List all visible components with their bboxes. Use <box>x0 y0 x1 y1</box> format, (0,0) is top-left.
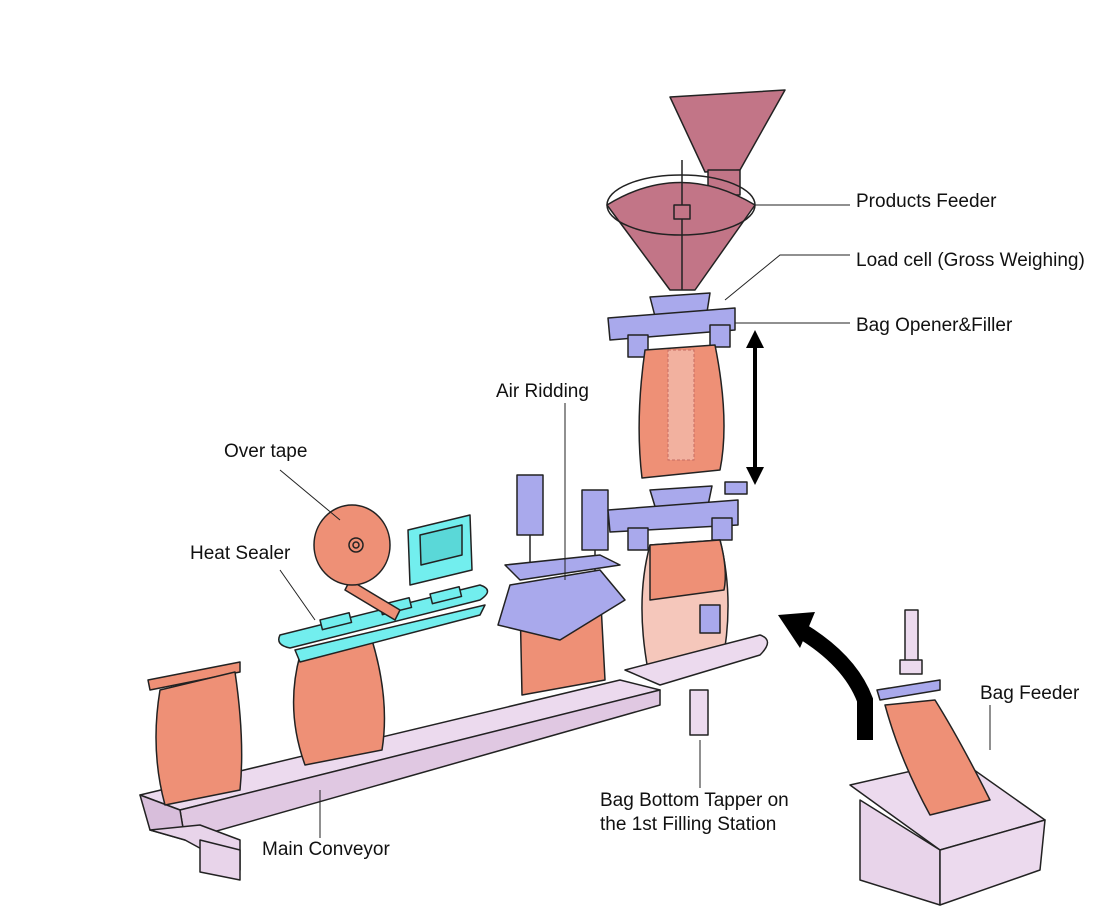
label-heat-sealer: Heat Sealer <box>190 543 291 564</box>
bag-transfer-arrow <box>778 612 873 740</box>
label-air-ridding: Air Ridding <box>496 381 589 402</box>
bag-feeder <box>849 609 1046 906</box>
label-bag-bottom-tapper-2: the 1st Filling Station <box>600 814 777 835</box>
control-panel <box>407 514 473 586</box>
label-bag-feeder: Bag Feeder <box>980 683 1080 704</box>
heat-sealer <box>278 584 489 663</box>
second-filling-station <box>607 481 748 671</box>
over-tape-roll <box>313 504 401 621</box>
label-products-feeder: Products Feeder <box>856 191 997 212</box>
label-main-conveyor: Main Conveyor <box>262 839 390 860</box>
main-conveyor <box>139 679 661 881</box>
label-bag-opener-filler: Bag Opener&Filler <box>856 315 1013 336</box>
label-bag-bottom-tapper-1: Bag Bottom Tapper on <box>600 790 789 811</box>
label-load-cell: Load cell (Gross Weighing) <box>856 250 1085 271</box>
products-feeder <box>606 89 786 291</box>
air-ridding-unit <box>497 474 626 641</box>
bag-bottom-tapper <box>624 634 769 736</box>
bag-opener-filler <box>607 292 736 358</box>
finished-bag <box>147 661 243 806</box>
sealed-bag <box>292 639 386 766</box>
leader-lines <box>279 204 991 838</box>
label-over-tape: Over tape <box>224 441 308 462</box>
vertical-travel-arrow <box>746 330 764 485</box>
bag-being-filled <box>638 344 725 479</box>
